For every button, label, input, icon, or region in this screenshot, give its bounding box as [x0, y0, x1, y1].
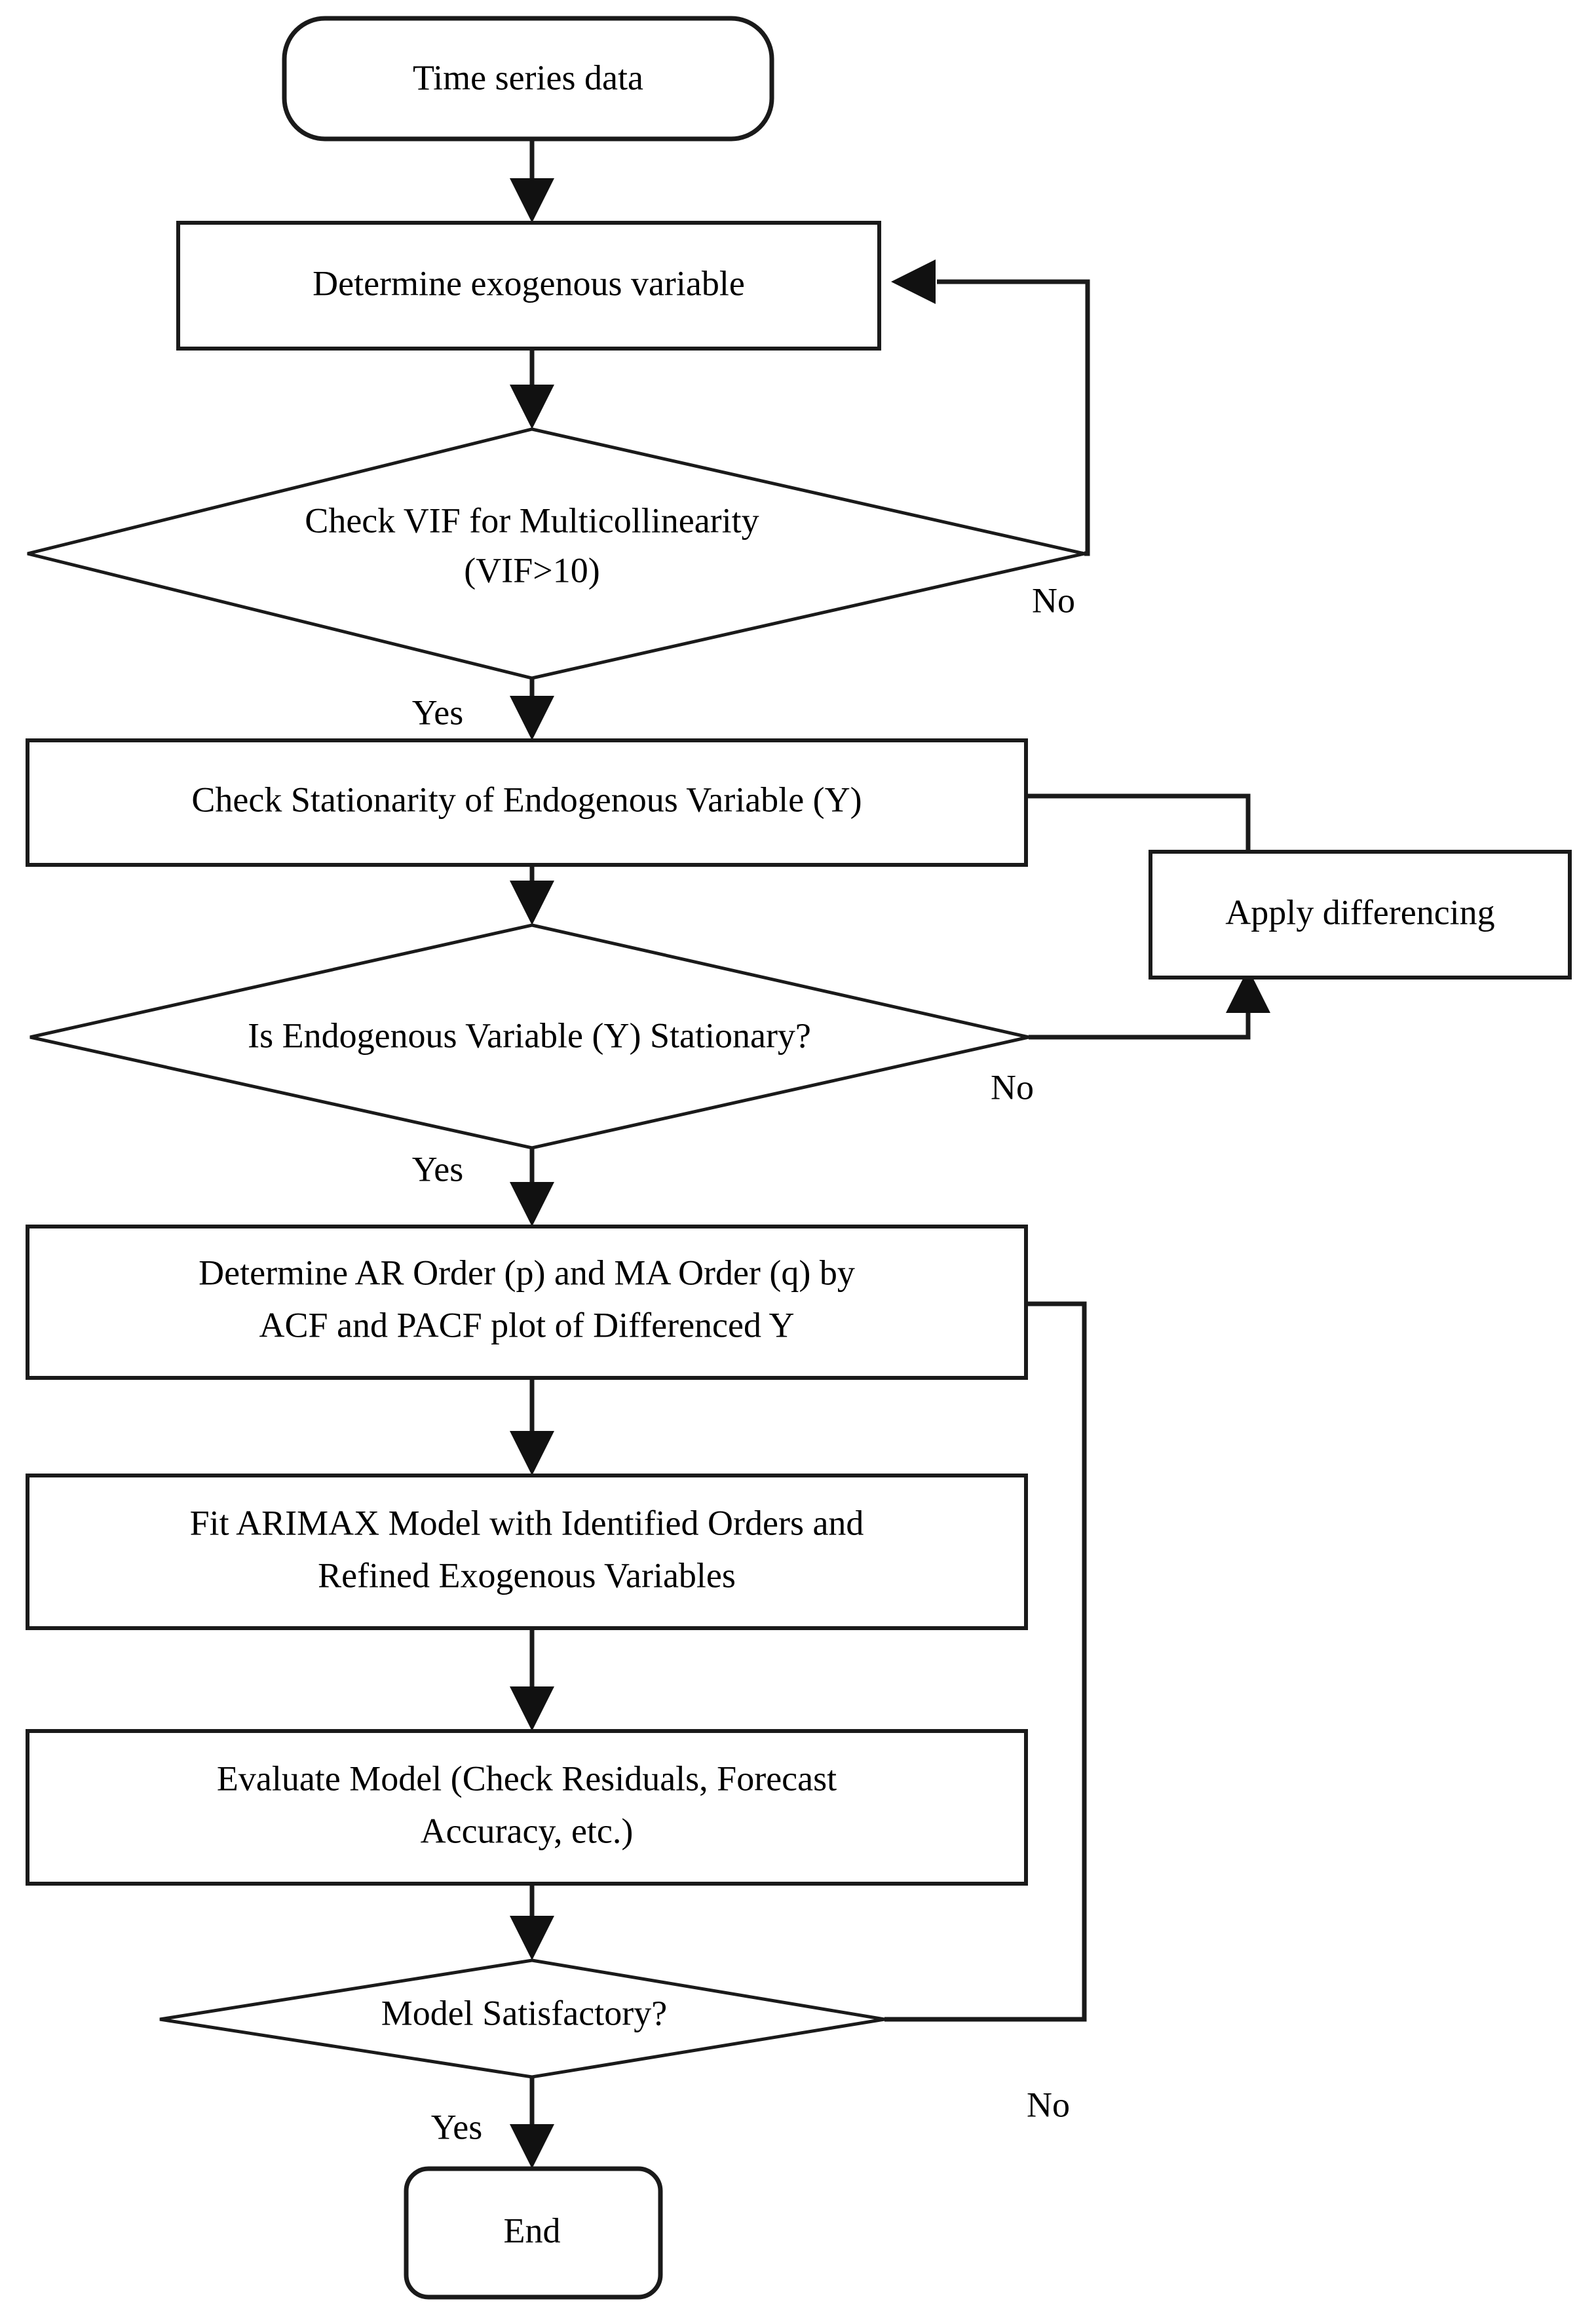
node-determine-orders-label-line2: ACF and PACF plot of Differenced Y	[259, 1305, 795, 1344]
edge-model-satisfactory-no-loop	[884, 1282, 1087, 2022]
edge-label-vif-no: No	[1032, 580, 1075, 620]
node-determine-exogenous[interactable]: Determine exogenous variable	[176, 221, 881, 351]
edge-label-satisfactory-yes: Yes	[431, 2107, 483, 2146]
edge-label-vif-yes: Yes	[412, 693, 464, 732]
node-check-vif-label-line1: Check VIF for Multicollinearity	[305, 501, 759, 540]
edge-evaluate-model-to-model-satisfactory	[510, 1884, 554, 1960]
node-determine-exogenous-label: Determine exogenous variable	[313, 263, 745, 303]
edge-determine-exogenous-to-check-vif	[510, 349, 554, 429]
edge-is-stationary-yes	[510, 1147, 554, 1227]
node-determine-orders[interactable]: Determine AR Order (p) and MA Order (q) …	[26, 1225, 1028, 1380]
node-check-stationarity-label: Check Stationarity of Endogenous Variabl…	[191, 780, 862, 819]
edge-is-stationary-no-loop	[1029, 968, 1270, 1040]
edge-check-vif-yes	[510, 678, 554, 740]
edge-check-stationarity-to-is-stationary	[510, 865, 554, 925]
node-start-label: Time series data	[413, 58, 643, 97]
node-fit-arimax-label-line2: Refined Exogenous Variables	[318, 1555, 736, 1595]
node-evaluate-model-label-line2: Accuracy, etc.)	[421, 1811, 634, 1850]
node-end[interactable]: End	[404, 2166, 663, 2300]
edge-fit-arimax-to-evaluate-model	[510, 1628, 554, 1731]
node-apply-differencing[interactable]: Apply differencing	[1149, 850, 1572, 980]
edge-label-stationary-no: No	[991, 1067, 1034, 1107]
edge-determine-orders-to-fit-arimax	[510, 1378, 554, 1475]
node-determine-orders-label-line1: Determine AR Order (p) and MA Order (q) …	[199, 1253, 855, 1292]
edge-start-to-determine-exogenous	[510, 139, 554, 223]
node-evaluate-model-label-line1: Evaluate Model (Check Residuals, Forecas…	[217, 1759, 837, 1798]
node-start[interactable]: Time series data	[282, 16, 774, 142]
edge-label-stationary-yes: Yes	[412, 1149, 464, 1189]
node-fit-arimax-label-line1: Fit ARIMAX Model with Identified Orders …	[190, 1503, 864, 1542]
node-evaluate-model[interactable]: Evaluate Model (Check Residuals, Forecas…	[26, 1729, 1028, 1886]
node-fit-arimax[interactable]: Fit ARIMAX Model with Identified Orders …	[26, 1474, 1028, 1630]
edge-check-vif-no-loop	[891, 259, 1090, 556]
node-apply-differencing-label: Apply differencing	[1225, 892, 1494, 932]
node-is-stationary[interactable]: Is Endogenous Variable (Y) Stationary?	[29, 923, 1029, 1150]
edge-label-satisfactory-no: No	[1027, 2085, 1070, 2124]
node-end-label: End	[504, 2211, 561, 2250]
node-is-stationary-label: Is Endogenous Variable (Y) Stationary?	[248, 1016, 811, 1055]
edge-model-satisfactory-yes	[510, 2077, 554, 2169]
node-check-stationarity[interactable]: Check Stationarity of Endogenous Variabl…	[26, 738, 1028, 867]
node-check-vif-label-line2: (VIF>10)	[464, 550, 599, 590]
node-model-satisfactory[interactable]: Model Satisfactory?	[159, 1958, 885, 2079]
node-check-vif[interactable]: Check VIF for Multicollinearity (VIF>10)	[27, 427, 1085, 680]
node-model-satisfactory-label: Model Satisfactory?	[381, 1993, 667, 2032]
